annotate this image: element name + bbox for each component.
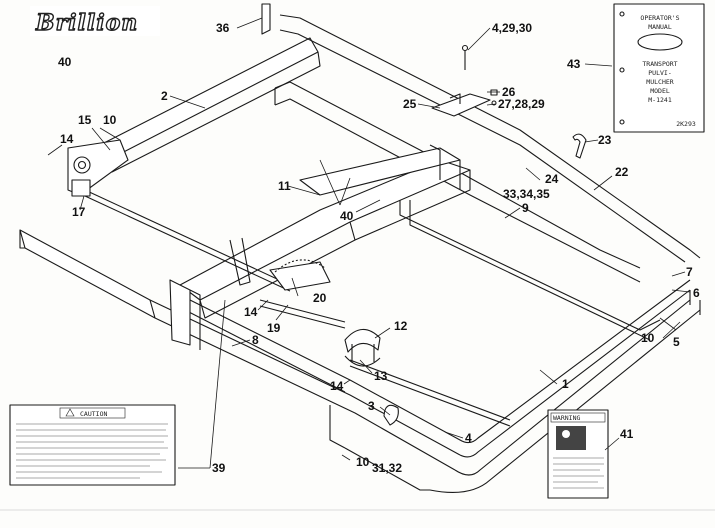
callout-31-32: 31,32: [372, 461, 402, 475]
callout-2: 2: [161, 89, 168, 103]
callout-40: 40: [58, 55, 72, 69]
manual-line-6: MODEL: [650, 87, 670, 95]
callout-12: 12: [394, 319, 408, 333]
callout-24: 24: [545, 172, 559, 186]
callout-4-29-30: 4,29,30: [492, 21, 532, 35]
callout-27-28-29: 27,28,29: [498, 97, 545, 111]
leader-lines: [47, 17, 691, 469]
rear-beam: [99, 14, 701, 263]
manual-line-1: OPERATOR'S: [640, 14, 679, 22]
manual-line-5: MULCHER: [646, 78, 673, 86]
callout-19: 19: [267, 321, 281, 335]
manual-text: OPERATOR'S MANUAL TRANSPORT PULVI- MULCH…: [640, 14, 695, 128]
callout-17: 17: [72, 205, 86, 219]
pipe-clamp: [344, 328, 381, 367]
caution-decal: [9, 404, 176, 486]
callout-6: 6: [693, 286, 700, 300]
callout-23: 23: [598, 133, 612, 147]
callout-8: 8: [252, 333, 259, 347]
callout-10-lower: 10: [356, 455, 370, 469]
callout-7: 7: [686, 265, 693, 279]
axle-shaft: [84, 189, 511, 427]
manual-line-3: TRANSPORT: [642, 60, 677, 68]
brillion-logo: Brillion: [30, 6, 160, 37]
hose-clip: [572, 133, 587, 159]
warning-title: WARNING: [553, 414, 580, 422]
callout-26: 26: [502, 85, 516, 99]
callout-9: 9: [522, 201, 529, 215]
inner-frame: [274, 81, 661, 341]
callout-22: 22: [615, 165, 629, 179]
callout-labels: 40 36 4,29,30 43 2 26 27,28,29 25 15 14 …: [58, 21, 700, 475]
hitch-assembly: [169, 144, 471, 350]
callout-36: 36: [216, 21, 230, 35]
logo-text: Brillion: [35, 10, 138, 36]
callout-10: 10: [103, 113, 117, 127]
callout-15: 15: [78, 113, 92, 127]
callout-41: 41: [620, 427, 634, 441]
callout-40-hitch: 40: [340, 209, 354, 223]
callout-33-34-35: 33,34,35: [503, 187, 550, 201]
callout-20: 20: [313, 291, 327, 305]
warning-triangle-icon: [65, 408, 75, 417]
caution-decal-content: CAUTION: [16, 407, 168, 479]
callout-3: 3: [368, 399, 375, 413]
warning-decal: [547, 409, 609, 499]
callout-10-right: 10: [641, 331, 655, 345]
caution-title: CAUTION: [80, 410, 107, 418]
callout-5: 5: [673, 335, 680, 349]
manual-code: 2K293: [676, 120, 696, 128]
warning-decal-content: WARNING: [550, 412, 606, 489]
callout-25: 25: [403, 97, 417, 111]
manual-line-7: M-1241: [648, 96, 672, 104]
callout-43: 43: [567, 57, 581, 71]
callout-14: 14: [60, 132, 74, 146]
callout-11: 11: [278, 179, 291, 193]
bearing-bracket: [67, 139, 129, 197]
callout-13: 13: [374, 369, 388, 383]
main-frame: [19, 229, 701, 493]
warning-pictogram-icon: [556, 426, 586, 450]
callout-14-lower: 14: [330, 379, 344, 393]
manual-line-2: MANUAL: [648, 23, 672, 31]
hanger-bracket: [261, 3, 271, 35]
callout-1: 1: [562, 377, 569, 391]
mounting-bracket: [431, 44, 498, 117]
operators-manual: [613, 3, 705, 133]
callout-14-mid: 14: [244, 305, 258, 319]
hook-bracket: [383, 404, 399, 426]
callout-39: 39: [212, 461, 226, 475]
sprocket-bracket: [269, 259, 331, 291]
manual-line-4: PULVI-: [648, 69, 671, 77]
callout-4: 4: [465, 431, 472, 445]
